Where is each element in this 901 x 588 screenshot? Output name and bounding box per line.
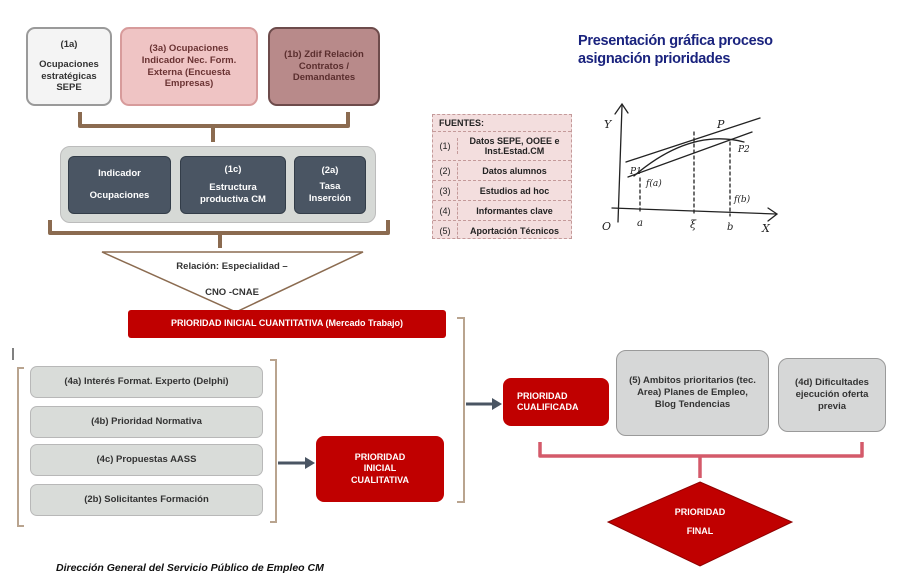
graph-label-fa: f(a) [645, 178, 662, 189]
fuentes-row-label: Aportación Técnicos [469, 225, 559, 236]
box-1b-label: (1b) Zdif Relación Contratos / Demandant… [284, 48, 364, 84]
page-title-line2: asignación prioridades [578, 51, 731, 67]
list-item: (4a) Interés Format. Experto (Delphi) [30, 366, 263, 398]
box-ocupaciones-estrategicas: (1a) Ocupaciones estratégicas SEPE [26, 27, 112, 106]
box-dificultades-ejecucion: (4d) Dificultades ejecución oferta previ… [778, 358, 886, 432]
fuentes-row-num: (5) [433, 222, 458, 239]
fuentes-row-label: Datos SEPE, OOEE e Inst.Estad.CM [469, 136, 560, 156]
fuentes-row: (4) Informantes clave [433, 201, 571, 221]
box-ambitos-prioritarios: (5) Ambitos prioritarios (tec. Area) Pla… [616, 350, 769, 436]
funnel-line1: Relación: Especialidad – [176, 261, 288, 272]
right-bracket-upper [457, 317, 465, 503]
box-indicador-ocupaciones: Indicador Ocupaciones [68, 156, 171, 214]
graph-label-p1: P1 [629, 167, 642, 177]
graph-secant [627, 131, 753, 178]
prioridad-final-line2: FINAL [686, 526, 714, 536]
fuentes-row-label: Estudios ad hoc [479, 185, 550, 196]
fuentes-row-label: Informantes clave [476, 205, 553, 216]
list-item: (4b) Prioridad Normativa [30, 406, 263, 438]
top-bracket [78, 112, 350, 128]
fuentes-row-num: (4) [433, 202, 458, 219]
box-3a-label: (3a) Ocupaciones Indicador Nec. Form. Ex… [141, 42, 237, 90]
fuentes-row-num: (3) [433, 182, 458, 199]
indicador-line2: Ocupaciones [89, 190, 150, 201]
tasa-label: Tasa Inserción [308, 181, 352, 204]
funnel-triangle [101, 251, 364, 313]
page-title: Presentación gráfica proceso asignación … [578, 32, 838, 68]
tasa-code: (2a) [321, 165, 339, 177]
list-item: (2b) Solicitantes Formación [30, 484, 263, 516]
graph-label-fb: f(b) [733, 194, 751, 205]
fuentes-row-num: (1) [433, 138, 458, 154]
red-bracket [538, 442, 864, 458]
funnel-line2: CNO -CNAE [205, 286, 259, 298]
footer-credit: Dirección General del Servicio Público d… [56, 562, 324, 574]
fuentes-row-num: (2) [433, 162, 458, 179]
fuentes-table: FUENTES: (1) Datos SEPE, OOEE e Inst.Est… [432, 114, 572, 239]
estructura-label: Estructura productiva CM [200, 182, 266, 205]
page-title-line1: Presentación gráfica proceso [578, 33, 773, 49]
graph-label-p: P [716, 118, 725, 131]
graph-label-y: Y [604, 118, 613, 131]
graph-y-axis [617, 105, 623, 223]
graph-label-p2: P2 [737, 145, 750, 155]
fuentes-row: (1) Datos SEPE, OOEE e Inst.Estad.CM [433, 132, 571, 161]
prioridad-final-text: PRIORIDAD FINAL [640, 508, 760, 536]
estructura-code: (1c) [224, 164, 242, 176]
box-ocupaciones-indicador: (3a) Ocupaciones Indicador Nec. Form. Ex… [120, 27, 258, 106]
graph-curve [633, 138, 745, 177]
fuentes-row-label: Datos alumnos [482, 165, 547, 176]
graph-tangent [625, 117, 761, 163]
prioridad-inicial-cuantitativa: PRIORIDAD INICIAL CUANTITATIVA (Mercado … [128, 310, 446, 338]
list-right-bracket [270, 359, 277, 523]
list-item: (4c) Propuestas AASS [30, 444, 263, 476]
graph-label-origin: O [602, 220, 611, 233]
graph-label-a: a [637, 218, 643, 229]
hand-graph [611, 102, 779, 223]
funnel-text: Relación: Especialidad – CNO -CNAE [160, 262, 304, 297]
fuentes-row: (3) Estudios ad hoc [433, 181, 571, 201]
arrow-to-cualitativa-head [305, 457, 315, 469]
graph-label-xi: ξ [690, 218, 697, 231]
box-tasa-insercion: (2a) Tasa Inserción [294, 156, 366, 214]
arrow-to-cualificada-head [492, 398, 502, 410]
prioridad-inicial-cualitativa: PRIORIDAD INICIAL CUALITATIVA [316, 436, 444, 502]
box-1a-code: (1a) [60, 38, 78, 50]
box-1a-label: Ocupaciones estratégicas SEPE [39, 58, 99, 94]
prioridad-cualificada: PRIORIDAD CUALIFICADA [503, 378, 609, 426]
box-estructura-productiva: (1c) Estructura productiva CM [180, 156, 286, 214]
indicador-line1: Indicador [98, 168, 141, 180]
prioridad-final-line1: PRIORIDAD [674, 507, 726, 517]
left-bracket-list [17, 367, 24, 527]
fuentes-row: (5) Aportación Técnicos [433, 221, 571, 240]
graph-label-x: X [761, 222, 771, 235]
fuentes-header: FUENTES: [433, 115, 571, 132]
fuentes-row: (2) Datos alumnos [433, 161, 571, 181]
graph-y-arrow [614, 102, 629, 115]
graph-label-b: b [727, 222, 733, 233]
prioridad-final-diamond [606, 481, 794, 567]
graph-x-arrow [767, 207, 779, 222]
box-zdif: (1b) Zdif Relación Contratos / Demandant… [268, 27, 380, 106]
